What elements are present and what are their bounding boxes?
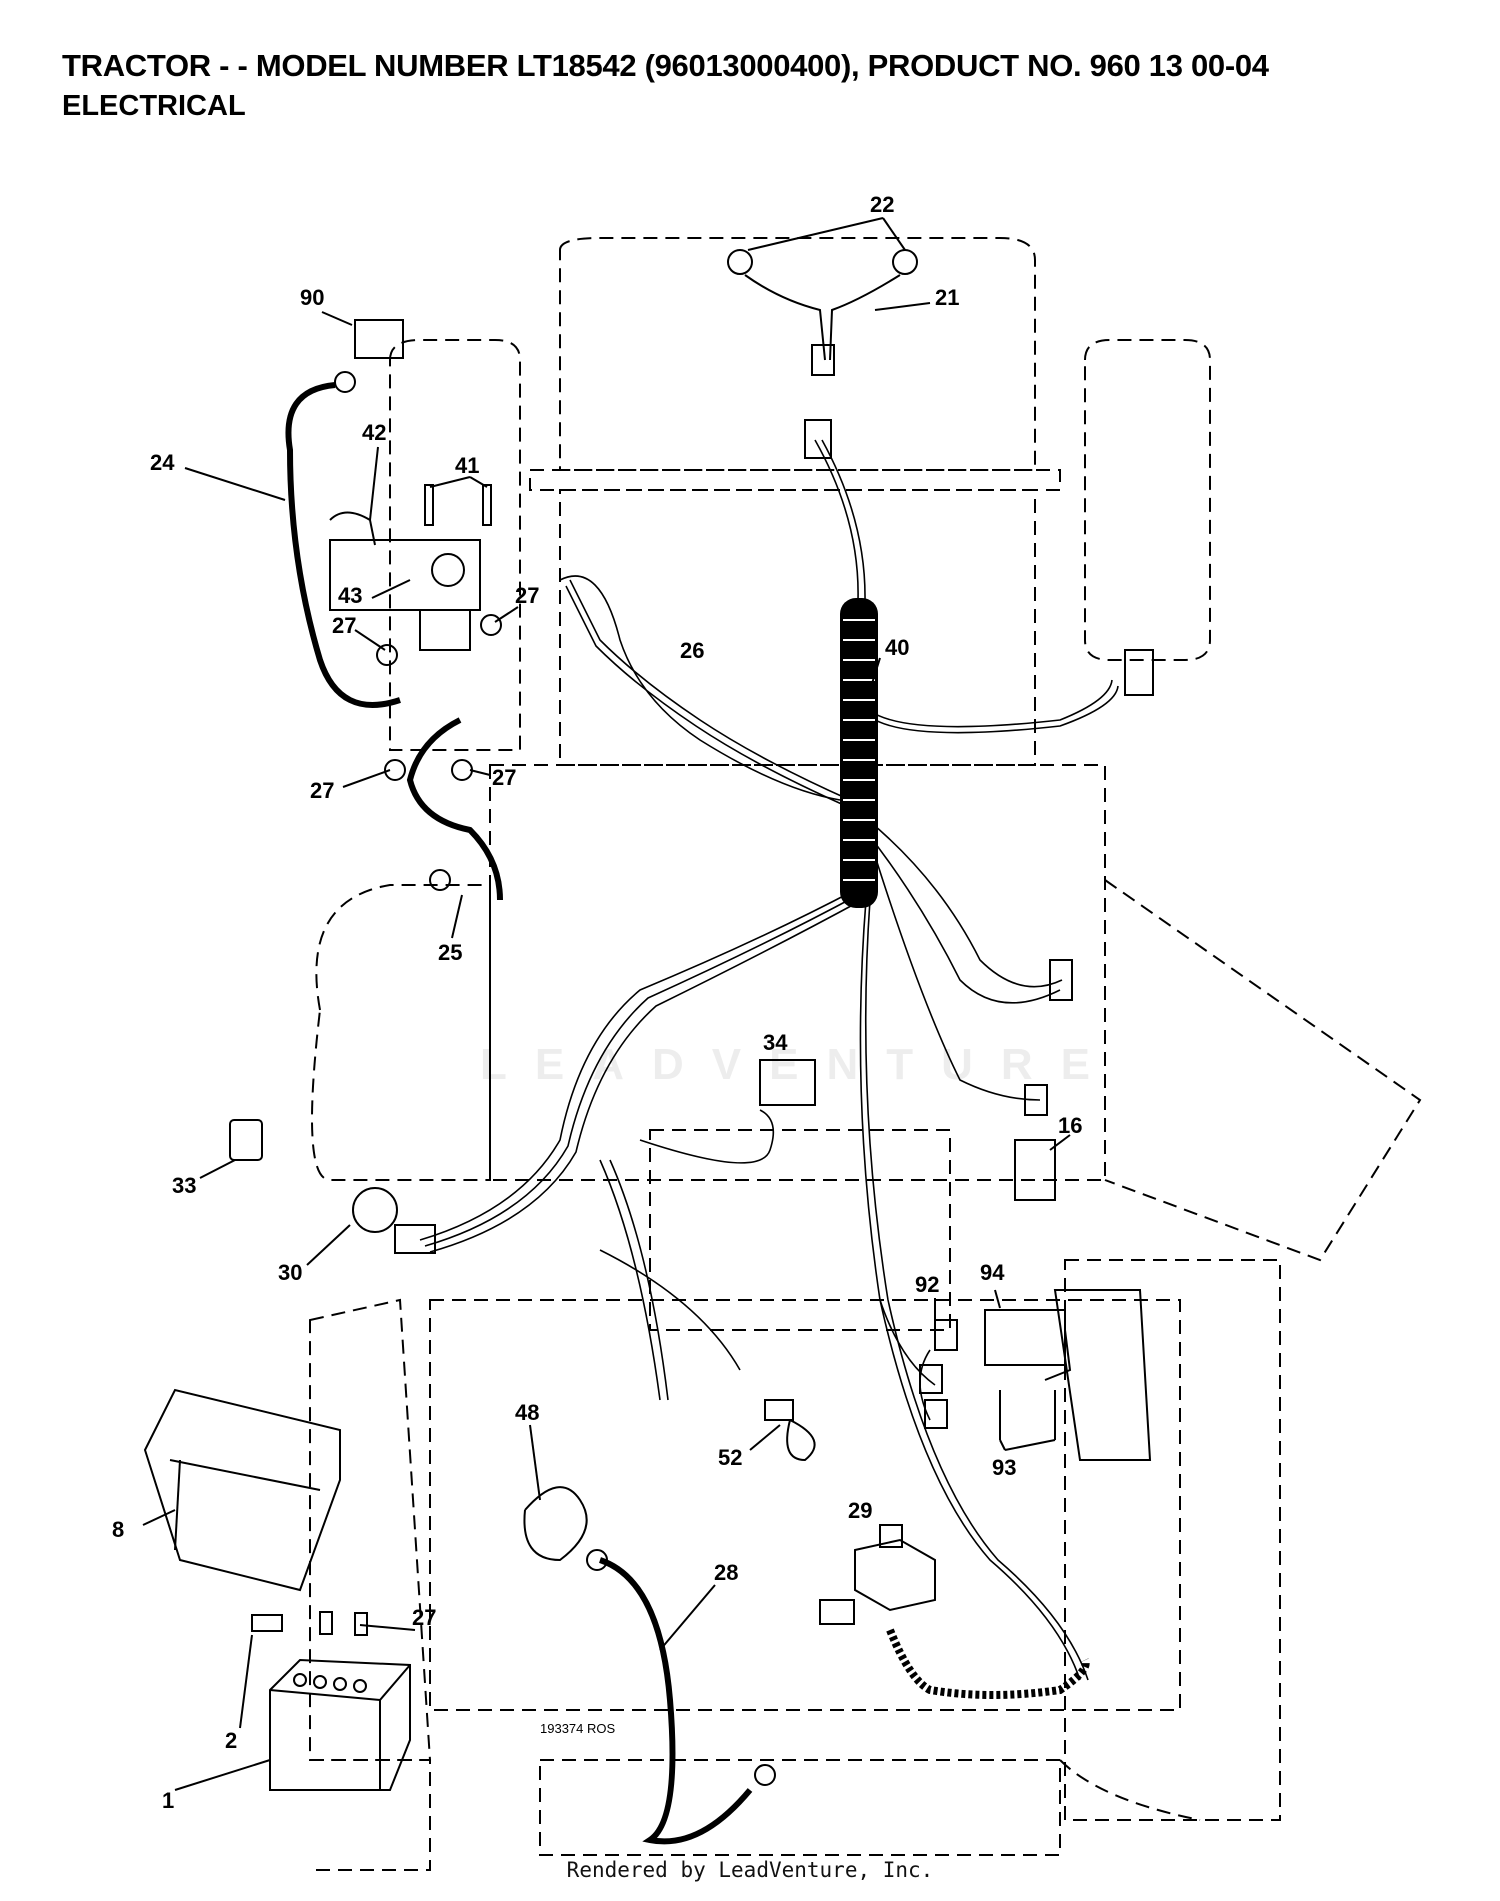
callout-27b: 27 bbox=[332, 613, 356, 638]
callout-30: 30 bbox=[278, 1260, 302, 1285]
callout-34: 34 bbox=[763, 1030, 788, 1055]
callout-29: 29 bbox=[848, 1498, 872, 1523]
callout-27e: 27 bbox=[412, 1605, 436, 1630]
callout-2: 2 bbox=[225, 1728, 237, 1753]
callout-40: 40 bbox=[885, 635, 909, 660]
callout-92: 92 bbox=[915, 1272, 939, 1297]
callout-33: 33 bbox=[172, 1173, 196, 1198]
callout-21: 21 bbox=[935, 285, 959, 310]
page-title: TRACTOR - - MODEL NUMBER LT18542 (960130… bbox=[62, 48, 1269, 83]
callout-94: 94 bbox=[980, 1260, 1005, 1285]
callout-1: 1 bbox=[162, 1788, 174, 1813]
callout-42: 42 bbox=[362, 420, 386, 445]
callout-52: 52 bbox=[718, 1445, 742, 1470]
callout-48: 48 bbox=[515, 1400, 539, 1425]
drawing-number: 193374 ROS bbox=[540, 1721, 615, 1736]
callout-43: 43 bbox=[338, 583, 362, 608]
callout-41: 41 bbox=[455, 453, 479, 478]
callout-22: 22 bbox=[870, 192, 894, 217]
callout-90: 90 bbox=[300, 285, 324, 310]
callout-27c: 27 bbox=[310, 778, 334, 803]
callout-16: 16 bbox=[1058, 1113, 1082, 1138]
page-subtitle: ELECTRICAL bbox=[62, 90, 246, 122]
callout-27a: 27 bbox=[515, 583, 539, 608]
callout-28: 28 bbox=[714, 1560, 738, 1585]
callout-8: 8 bbox=[112, 1517, 124, 1542]
callout-24: 24 bbox=[150, 450, 175, 475]
footer-credit: Rendered by LeadVenture, Inc. bbox=[566, 1858, 934, 1882]
callout-27d: 27 bbox=[492, 765, 516, 790]
callout-93: 93 bbox=[992, 1455, 1016, 1480]
callout-25: 25 bbox=[438, 940, 462, 965]
watermark: LEADVENTURE bbox=[480, 1040, 1119, 1089]
callout-26: 26 bbox=[680, 638, 704, 663]
